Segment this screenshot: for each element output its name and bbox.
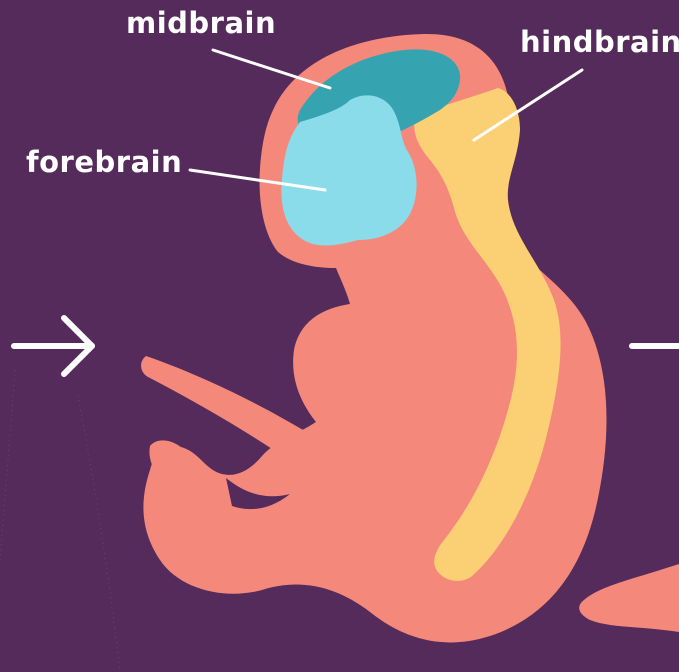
dotted-guides [0,370,120,672]
label-forebrain: forebrain [26,148,182,177]
label-hindbrain: hindbrain [520,28,679,57]
arrow-right-icon [14,318,92,374]
umbilical-stalk [579,564,679,632]
label-midbrain: midbrain [126,9,276,38]
